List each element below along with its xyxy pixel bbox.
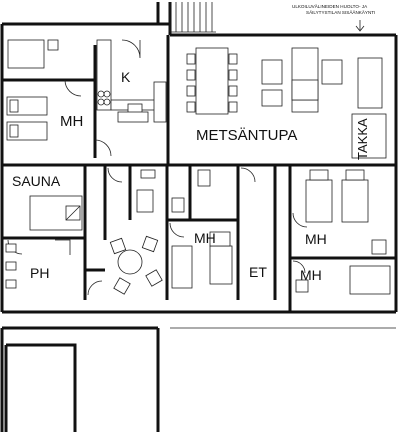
beds-nw: [6, 39, 59, 141]
sauna-benches: [29, 195, 83, 231]
entrance-arrow-icon: [355, 20, 365, 32]
lounge-table: [109, 235, 163, 295]
wash-fixtures: [5, 239, 71, 289]
beds-e1: [305, 169, 387, 255]
label-bedroom-mid: MH: [194, 230, 216, 246]
label-bedroom-e2: MH: [300, 267, 322, 283]
note-line2: SÄILYTYSTILAN SISÄÄNKÄYNTI: [306, 9, 375, 15]
note-line1: ULKOILUVÄLINEIDEN HUOLTO- JA: [292, 3, 368, 9]
beds-e2: [295, 265, 391, 295]
interior-walls: [2, 35, 396, 312]
label-living: METSÄNTUPA: [196, 127, 297, 144]
label-wash: PH: [30, 265, 49, 281]
label-bedroom-nw: MH: [60, 113, 83, 130]
dining-set: [186, 47, 238, 115]
kitchen-fixtures: [96, 39, 167, 123]
label-kitchen: K: [121, 69, 131, 85]
exterior-walls: [0, 2, 398, 314]
entrance-stairs: [169, 2, 216, 33]
label-entry: ET: [249, 264, 267, 280]
label-sauna: SAUNA: [12, 173, 61, 189]
label-bedroom-e1: MH: [305, 231, 327, 247]
lounge-set: [261, 47, 383, 113]
label-fireplace: TAKKA: [355, 118, 370, 160]
wc-fixtures: [136, 169, 211, 213]
beds-mid: [171, 231, 233, 289]
annex: [0, 326, 396, 432]
door-swings: [7, 39, 308, 296]
fireplace: [351, 113, 387, 159]
